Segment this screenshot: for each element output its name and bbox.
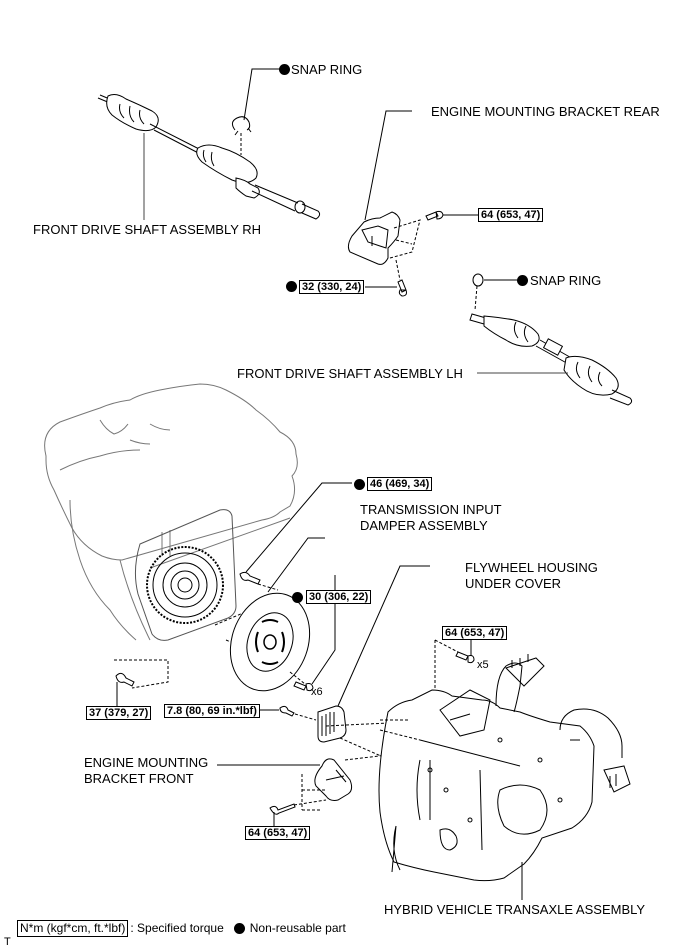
torque-under-cover-bolt: 7.8 (80, 69 in.*lbf) bbox=[164, 704, 260, 718]
bolt-flywheel bbox=[239, 571, 261, 585]
label-engine-mounting-bracket-front-line2: BRACKET FRONT bbox=[84, 771, 194, 786]
snap-ring-lh-drawing bbox=[472, 273, 484, 287]
legend-torque-desc: : Specified torque bbox=[130, 921, 224, 935]
engine-drawing bbox=[44, 383, 298, 641]
label-transmission-input-damper-line2: DAMPER ASSEMBLY bbox=[360, 518, 488, 533]
label-engine-mounting-bracket-front-line1: ENGINE MOUNTING bbox=[84, 755, 209, 770]
torque-transaxle-bolt-upper: 64 (653, 47) bbox=[442, 626, 508, 640]
bolt-front-bracket bbox=[269, 803, 296, 815]
bolt-engine-block bbox=[115, 672, 135, 687]
quantity-transaxle-bolt-upper: x5 bbox=[477, 659, 489, 671]
front-drive-shaft-lh-drawing bbox=[469, 313, 633, 406]
bolt-rear-bracket bbox=[425, 210, 444, 221]
non-reusable-marker bbox=[279, 64, 290, 75]
non-reusable-marker bbox=[292, 592, 303, 603]
label-flywheel-housing-under-cover-line2: UNDER COVER bbox=[465, 576, 562, 591]
flywheel-housing-under-cover-drawing bbox=[317, 705, 347, 743]
torque-rear-bracket-lower-bolt: 32 (330, 24) bbox=[299, 280, 365, 294]
label-flywheel-housing-under-cover-line1: FLYWHEEL HOUSING bbox=[465, 560, 598, 575]
label-front-drive-shaft-lh: FRONT DRIVE SHAFT ASSEMBLY LH bbox=[237, 366, 463, 381]
legend-non-reusable: Non-reusable part bbox=[249, 921, 346, 935]
bolt-damper bbox=[293, 681, 314, 692]
snap-ring-rh-drawing bbox=[231, 116, 252, 136]
label-snap-ring-rh: SNAP RING bbox=[291, 62, 363, 77]
engine-mounting-bracket-rear-drawing bbox=[347, 211, 401, 265]
hybrid-vehicle-transaxle-drawing bbox=[378, 654, 631, 882]
label-snap-ring-lh: SNAP RING bbox=[530, 273, 602, 288]
bolt-rear-bracket-lower bbox=[397, 279, 407, 297]
torque-engine-block-bolt: 37 (379, 27) bbox=[86, 706, 152, 720]
label-hybrid-vehicle-transaxle: HYBRID VEHICLE TRANSAXLE ASSEMBLY bbox=[384, 902, 646, 917]
transmission-input-damper-drawing bbox=[229, 592, 311, 692]
torque-flywheel-bolt: 46 (469, 34) bbox=[367, 477, 433, 491]
flywheel-drawing bbox=[134, 509, 237, 641]
bolt-under-cover bbox=[279, 705, 295, 717]
torque-front-bracket-bolt: 64 (653, 47) bbox=[245, 826, 311, 840]
quantity-damper-bolt: x6 bbox=[311, 686, 323, 698]
non-reusable-marker-icon bbox=[233, 923, 245, 934]
corner-mark: T bbox=[4, 936, 11, 948]
front-drive-shaft-rh-drawing bbox=[97, 94, 321, 220]
label-front-drive-shaft-rh: FRONT DRIVE SHAFT ASSEMBLY RH bbox=[33, 222, 262, 237]
non-reusable-marker bbox=[286, 281, 297, 292]
legend-torque-unit: N*m (kgf*cm, ft.*lbf) bbox=[17, 920, 129, 937]
torque-rear-bracket-bolt: 64 (653, 47) bbox=[478, 208, 544, 222]
legend: N*m (kgf*cm, ft.*lbf) : Specified torque… bbox=[17, 920, 346, 937]
torque-damper-bolt: 30 (306, 22) bbox=[306, 590, 372, 604]
engine-mounting-bracket-front-drawing bbox=[314, 758, 353, 801]
label-engine-mounting-bracket-rear: ENGINE MOUNTING BRACKET REAR bbox=[431, 104, 660, 119]
non-reusable-marker bbox=[517, 275, 528, 286]
label-transmission-input-damper-line1: TRANSMISSION INPUT bbox=[360, 502, 502, 517]
non-reusable-marker bbox=[354, 479, 365, 490]
